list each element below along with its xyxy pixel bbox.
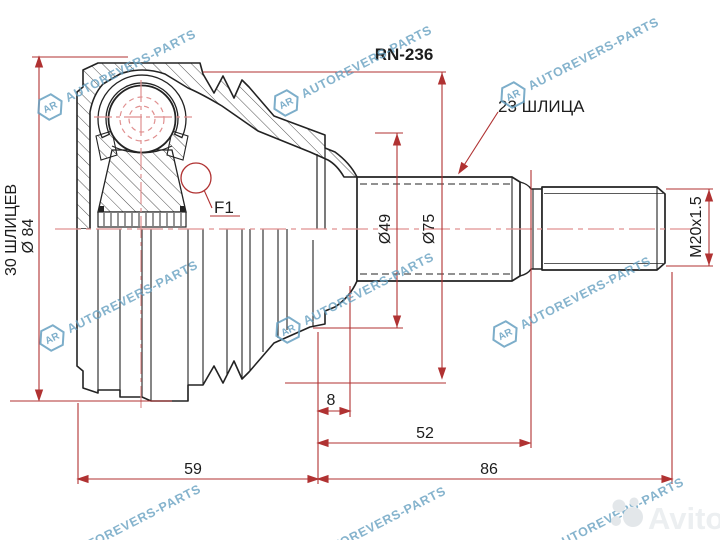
snap-ring-mark-left — [99, 206, 104, 212]
housing-wall-hatched — [76, 62, 358, 230]
snap-ring-mark-right — [180, 206, 185, 212]
hub-spline-ticks — [103, 213, 182, 226]
dim-52-text: 52 — [416, 425, 434, 442]
dimension-lines — [10, 56, 713, 484]
avito-logo-text: Avito — [648, 501, 720, 536]
hub-spline-bore — [97, 211, 187, 228]
detail-f1-label: F1 — [214, 198, 234, 217]
shaft-splines-label: 23 ШЛИЦА — [498, 97, 585, 116]
dimension-59-86 — [77, 475, 673, 483]
watermark: AUTOREVERS-PARTS — [68, 482, 204, 540]
detail-f1-marker — [180, 162, 240, 217]
race-pitch-circle-small — [128, 105, 156, 133]
watermark: AUTOREVERS-PARTS — [495, 15, 662, 112]
svg-text:AUTOREVERS-PARTS: AUTOREVERS-PARTS — [313, 484, 449, 540]
dim-59-text: 59 — [184, 461, 202, 478]
dim-86-text: 86 — [480, 461, 498, 478]
dim-8-text: 8 — [327, 392, 336, 409]
race-pitch-circle-large — [119, 96, 165, 142]
watermark: AUTOREVERS-PARTS — [268, 23, 434, 120]
centerlines — [55, 80, 692, 412]
dimension-8 — [317, 407, 351, 415]
bore-diameter-label: Ø49 — [377, 214, 394, 244]
housing-step-lines — [97, 229, 314, 401]
watermark: AUTOREVERS-PARTS — [313, 484, 449, 540]
part-number-label: RN-236 — [375, 45, 434, 64]
svg-text:AUTOREVERS-PARTS: AUTOREVERS-PARTS — [526, 15, 662, 93]
leader-shaft-splines — [455, 111, 499, 176]
thread-spec-label: M20x1.5 — [688, 196, 705, 257]
dimension-52 — [317, 439, 531, 447]
inner-race-hatched — [97, 149, 187, 213]
housing-external-bottom — [76, 229, 358, 402]
svg-text:AUTOREVERS-PARTS: AUTOREVERS-PARTS — [68, 482, 204, 540]
hub-splines-label: 30 ШЛИЦЕВ — [3, 184, 20, 276]
housing-section-top — [76, 62, 358, 311]
avito-logo: Avito — [611, 497, 720, 536]
boot-diameter-label: Ø75 — [421, 214, 438, 244]
race-shoulder-line — [111, 145, 173, 154]
hub-diameter-label: Ø 84 — [20, 219, 37, 254]
bearing-ball — [107, 84, 177, 154]
dimension-thread — [666, 188, 713, 267]
avito-dots-icon — [611, 497, 643, 527]
dimension-d49 — [313, 132, 403, 329]
dimension-d75 — [203, 71, 446, 384]
